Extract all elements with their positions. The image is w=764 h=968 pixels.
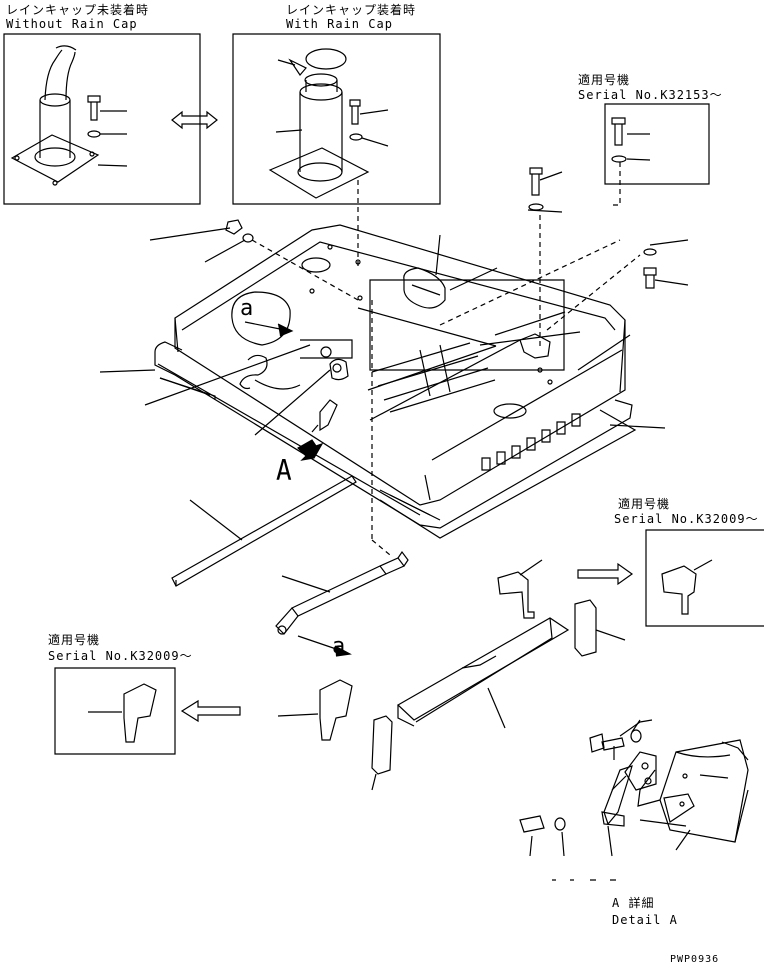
leader-lines: [100, 172, 688, 435]
inset-serial-k32153-frame: [605, 104, 709, 184]
top-right-bolts: [529, 168, 656, 288]
label-with-rain-cap-jp: レインキャップ装着時: [286, 3, 417, 17]
beam: [398, 618, 568, 728]
detail-A-jp: A 詳細: [612, 896, 655, 910]
serial-k32153-bolt: [612, 118, 650, 162]
bracket-left: [278, 680, 352, 740]
serial-k32009-right-jp: 適用号機: [618, 497, 671, 511]
view-letter-a-upper: a: [240, 296, 254, 321]
detail-A-drawing: [520, 720, 748, 880]
serial-k32009-left-en: Serial No.K32009～: [48, 649, 193, 663]
label-with-rain-cap-en: With Rain Cap: [286, 17, 393, 31]
view-arrow-a-upper: [245, 322, 285, 330]
serial-k32009-right-en: Serial No.K32009～: [614, 512, 759, 526]
view-letter-a-lower: a: [332, 634, 346, 659]
figure-code: PWP0936: [670, 954, 720, 965]
arrow-right-to-inset: [578, 564, 632, 584]
serial-k32009-left-jp: 適用号機: [48, 633, 101, 647]
label-without-rain-cap-jp: レインキャップ未装着時: [6, 3, 150, 17]
inset-serial-k32009-left-frame: [55, 668, 175, 754]
label-without-rain-cap-en: Without Rain Cap: [6, 17, 138, 31]
seal-strip: [172, 476, 356, 586]
vent-slots: [482, 414, 580, 470]
exhaust-pipe-with-cap: [270, 49, 388, 198]
bracket-small: [372, 716, 392, 790]
inset-with-rain-cap-frame: [233, 34, 440, 204]
arrow-left-to-inset: [182, 701, 240, 721]
view-arrow-A: [298, 440, 322, 460]
serial-k32153-en: Serial No.K32153～: [578, 88, 723, 102]
assembly-dashed-lines: [252, 162, 640, 555]
view-letter-A: A: [276, 454, 292, 488]
inset-serial-k32009-right-frame: [646, 530, 764, 626]
bracket-inset-right: [662, 560, 712, 614]
detail-A-en: Detail A: [612, 913, 678, 927]
inset-without-rain-cap-frame: [4, 34, 200, 204]
bracket-inset-left: [88, 684, 156, 742]
serial-k32153-jp: 適用号機: [578, 73, 631, 87]
hood-cover: [155, 225, 635, 538]
swap-arrow: [172, 112, 217, 128]
bracket-center: [498, 560, 542, 618]
left-nut: [226, 220, 253, 242]
bracket-right: [575, 600, 625, 656]
gas-spring: [276, 552, 408, 656]
exhaust-pipe-without-cap: [12, 46, 127, 185]
